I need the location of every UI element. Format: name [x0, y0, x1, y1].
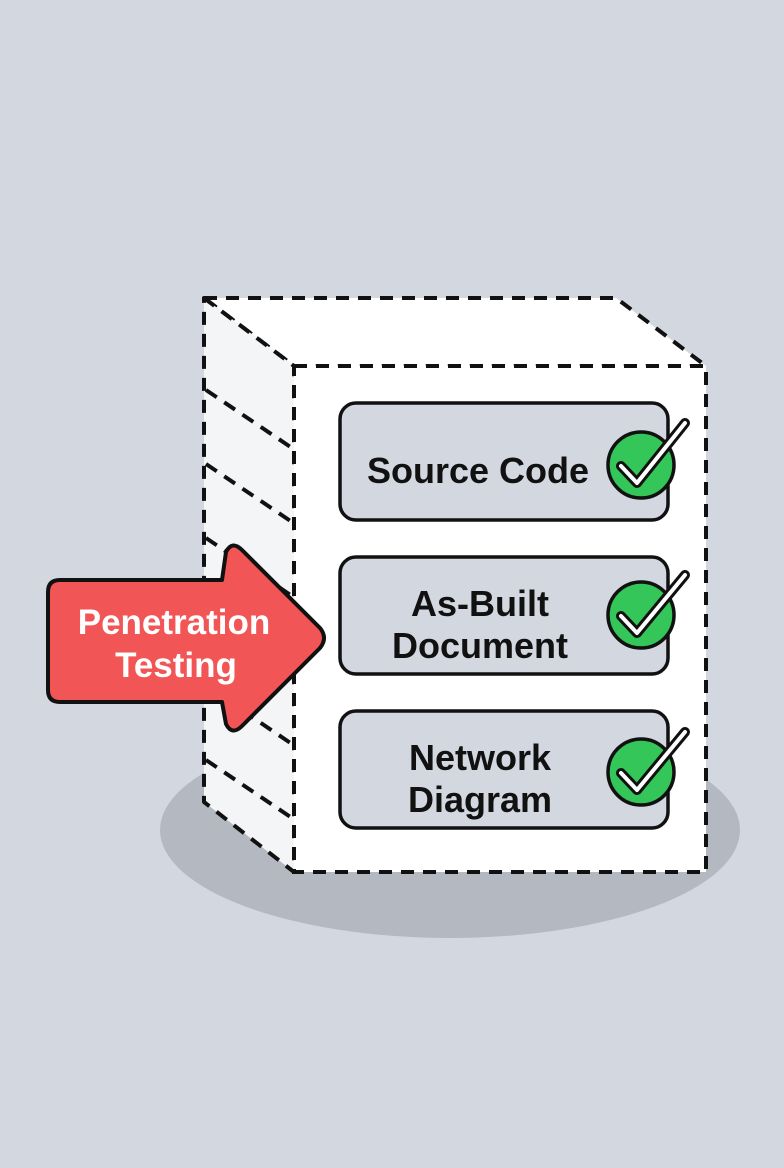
check-circle-icon — [606, 418, 690, 500]
penetration-arrow-shape — [46, 543, 326, 733]
arrow-right-icon: Penetration Testing — [46, 543, 326, 733]
card-source-code: Source Code — [338, 401, 690, 522]
arrow-label-line1: Penetration — [78, 603, 271, 642]
card-label-line1: Source Code — [367, 450, 589, 491]
check-circle-icon — [606, 570, 690, 650]
arrow-label-line2: Testing — [115, 646, 237, 685]
card-label-line1: Network — [409, 737, 552, 778]
card-as-built-document: As-Built Document — [338, 555, 690, 676]
card-label-line2: Document — [392, 625, 568, 666]
card-label-line2: Diagram — [408, 779, 552, 820]
card-label-line1: As-Built — [411, 583, 549, 624]
check-circle-icon — [606, 727, 690, 807]
card-network-diagram: Network Diagram — [338, 709, 690, 830]
